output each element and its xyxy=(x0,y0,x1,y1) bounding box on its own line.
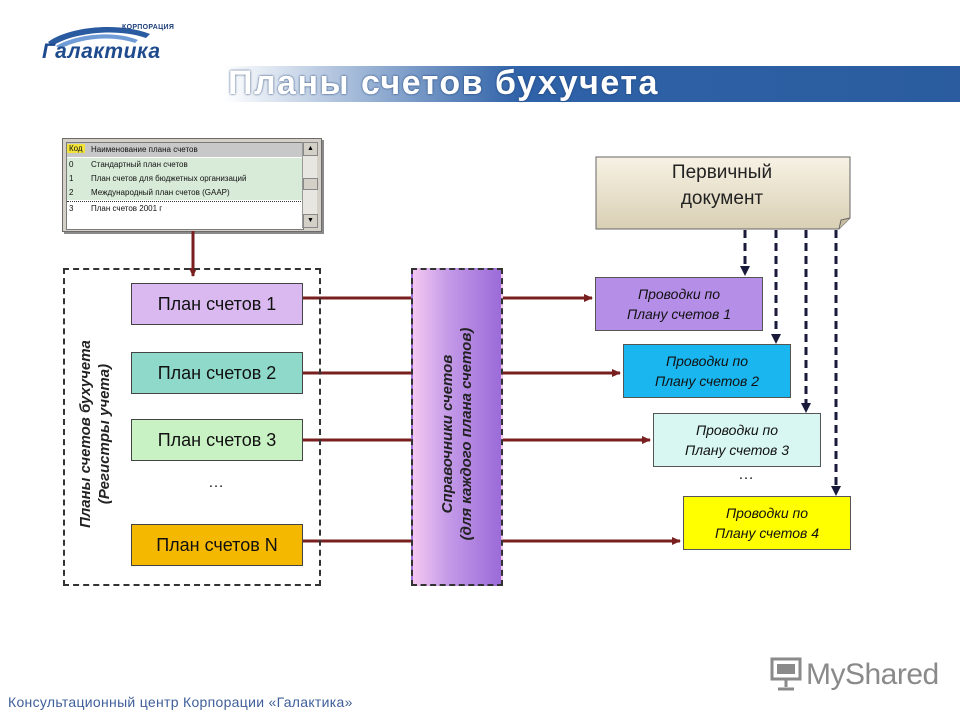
plans-ellipsis: … xyxy=(208,474,224,491)
account-directories-band xyxy=(411,268,503,586)
primary-document-line2: документ xyxy=(680,188,764,209)
band-label-line1: Справочники счетов xyxy=(439,354,456,514)
page-title: Планы счетов бухучета xyxy=(228,64,659,102)
plan-box-1[interactable]: План счетов 1 xyxy=(131,283,303,325)
postings-line1: Проводки по xyxy=(665,353,748,369)
group-label-line1: Планы счетов бухучета xyxy=(77,340,94,528)
footer-text: Консультационный центр Корпорации «Галак… xyxy=(8,694,353,710)
postings-line1: Проводки по xyxy=(725,505,808,521)
postings-box-4[interactable]: Проводки по Плану счетов 4 xyxy=(683,496,851,550)
primary-document-line1: Первичный xyxy=(671,162,773,183)
table-row[interactable]: 0 Стандартный план счетов xyxy=(67,158,303,172)
table-row-selected[interactable]: 3 План счетов 2001 г xyxy=(67,201,303,216)
table-row[interactable]: 1 План счетов для бюджетных организаций xyxy=(67,172,303,186)
scroll-thumb[interactable] xyxy=(303,178,318,190)
group-label-line2: (Регистры учета) xyxy=(96,363,113,505)
column-header-name: Наименование плана счетов xyxy=(91,145,198,154)
account-plans-group xyxy=(63,268,321,586)
scroll-up-icon[interactable]: ▲ xyxy=(303,142,318,156)
vertical-scrollbar[interactable]: ▲ ▼ xyxy=(302,142,318,228)
row-name: План счетов 2001 г xyxy=(91,204,163,213)
table-row[interactable]: 2 Международный план счетов (GAAP) xyxy=(67,186,303,200)
postings-box-3[interactable]: Проводки по Плану счетов 3 xyxy=(653,413,821,467)
row-code: 0 xyxy=(69,160,74,169)
row-code: 3 xyxy=(69,204,74,213)
logo-wordmark: Галактика xyxy=(42,40,161,63)
account-plans-group-label: Планы счетов бухучета (Регистры учета) xyxy=(76,274,114,594)
account-directories-label: Справочники счетов (для каждого плана сч… xyxy=(438,274,476,594)
primary-document-label[interactable]: Первичный документ xyxy=(595,160,849,212)
plan-list-table: Код Наименование плана счетов 0 Стандарт… xyxy=(66,142,304,230)
plan-box-n[interactable]: План счетов N xyxy=(131,524,303,566)
primary-document-shape xyxy=(595,156,851,230)
row-name: План счетов для бюджетных организаций xyxy=(91,174,247,183)
postings-ellipsis: … xyxy=(738,466,754,483)
postings-line2: Плану счетов 3 xyxy=(684,442,790,458)
row-name: Международный план счетов (GAAP) xyxy=(91,188,230,197)
row-code: 1 xyxy=(69,174,74,183)
row-code: 2 xyxy=(69,188,74,197)
galaktika-logo-swoosh xyxy=(48,27,150,49)
logo-subtitle: КОРПОРАЦИЯ xyxy=(122,24,175,31)
postings-line1: Проводки по xyxy=(637,286,720,302)
postings-line2: Плану счетов 1 xyxy=(626,306,732,322)
column-header-code: Код xyxy=(67,144,85,153)
postings-line2: Плану счетов 4 xyxy=(714,525,820,541)
postings-line2: Плану счетов 2 xyxy=(654,373,760,389)
scroll-down-icon[interactable]: ▼ xyxy=(303,214,318,228)
table-header-row: Код Наименование плана счетов xyxy=(67,143,303,157)
postings-box-2[interactable]: Проводки по Плану счетов 2 xyxy=(623,344,791,398)
postings-box-1[interactable]: Проводки по Плану счетов 1 xyxy=(595,277,763,331)
title-band xyxy=(160,66,960,102)
myshared-brand: MyShared xyxy=(806,658,939,691)
postings-line1: Проводки по xyxy=(695,422,778,438)
presentation-icon xyxy=(770,657,802,691)
plan-box-3[interactable]: План счетов 3 xyxy=(131,419,303,461)
plan-box-2[interactable]: План счетов 2 xyxy=(131,352,303,394)
row-name: Стандартный план счетов xyxy=(91,160,188,169)
band-label-line2: (для каждого плана счетов) xyxy=(458,327,475,541)
